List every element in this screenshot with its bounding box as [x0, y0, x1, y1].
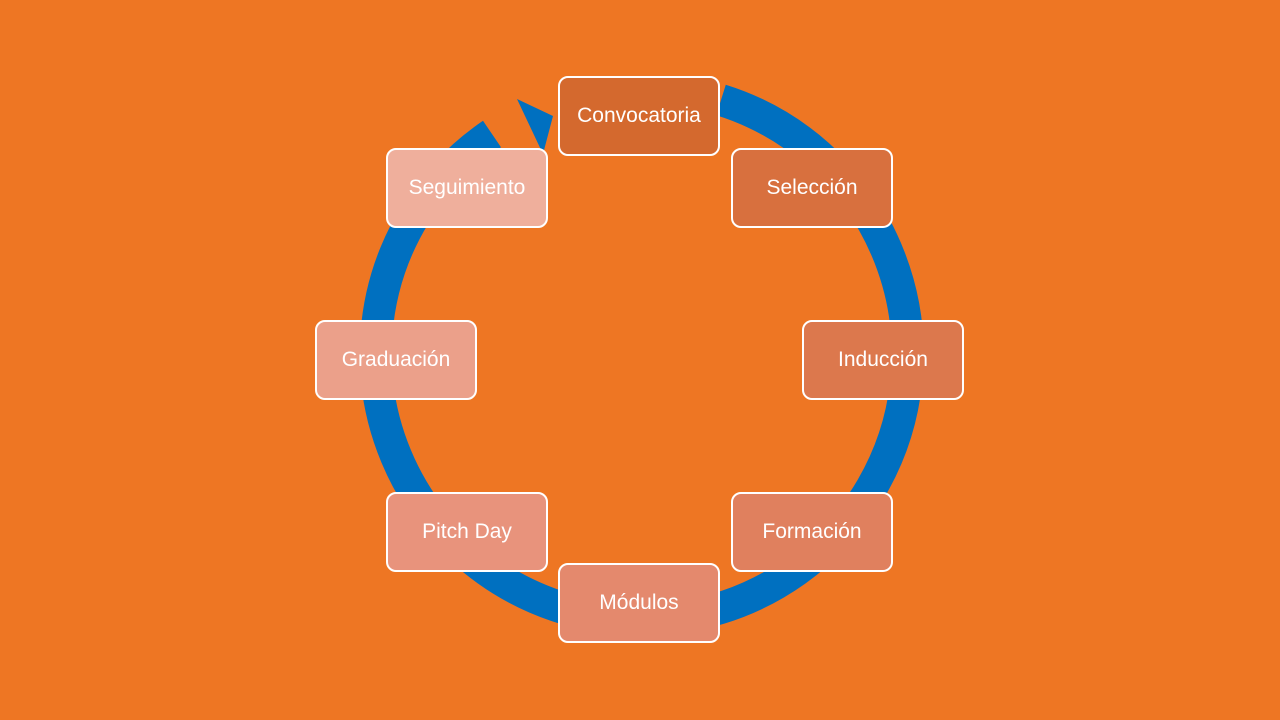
cycle-step-label: Seguimiento	[408, 176, 526, 199]
cycle-step-seguimiento: Seguimiento	[386, 148, 548, 228]
cycle-step-induccion: Inducción	[802, 320, 964, 400]
cycle-step-formacion: Formación	[731, 492, 893, 572]
cycle-step-label: Módulos	[599, 591, 679, 614]
cycle-step-convocatoria: Convocatoria	[558, 76, 720, 156]
cycle-step-label: Convocatoria	[577, 104, 701, 127]
cycle-step-label: Formación	[762, 520, 862, 543]
cycle-step-graduacion: Graduación	[315, 320, 477, 400]
cycle-arrow-head	[517, 99, 553, 154]
cycle-step-label: Graduación	[341, 348, 451, 371]
cycle-step-label: Selección	[766, 176, 858, 199]
cycle-step-modulos: Módulos	[558, 563, 720, 643]
cycle-step-label: Pitch Day	[422, 520, 512, 543]
cycle-step-label: Inducción	[838, 348, 928, 371]
cycle-step-seleccion: Selección	[731, 148, 893, 228]
cycle-step-pitch-day: Pitch Day	[386, 492, 548, 572]
